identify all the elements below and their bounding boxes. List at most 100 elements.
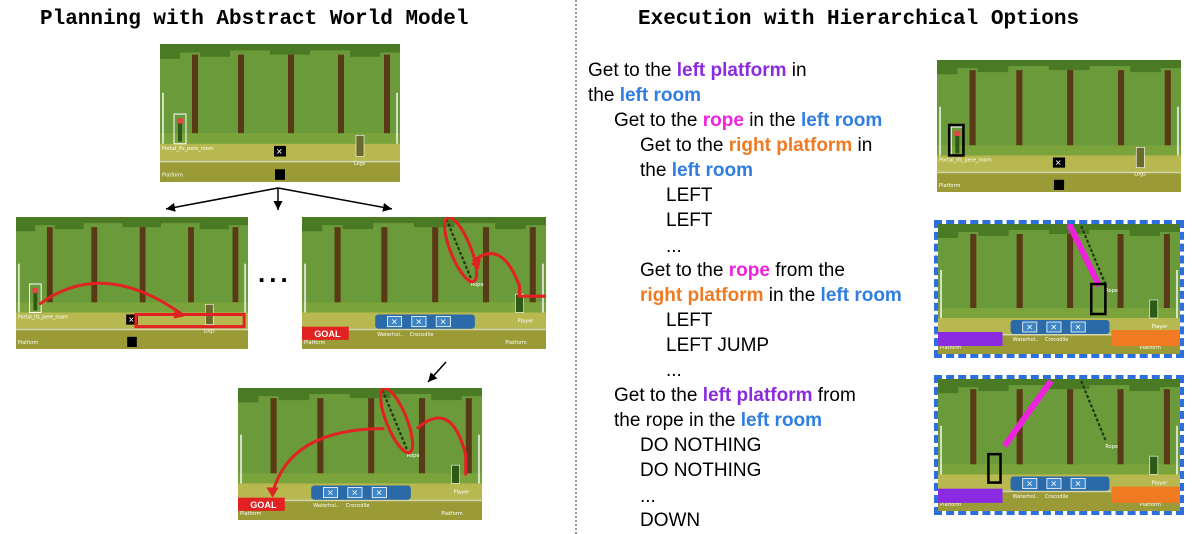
svg-text:Portal_lfs_pere_room: Portal_lfs_pere_room (939, 158, 992, 164)
svg-text:GOAL: GOAL (314, 329, 341, 339)
svg-text:Platform: Platform (18, 340, 38, 346)
svg-text:✕: ✕ (327, 489, 334, 498)
svg-text:✕: ✕ (415, 318, 422, 327)
svg-text:Platform: Platform (1140, 345, 1161, 351)
step-text: DO NOTHING (640, 460, 762, 481)
svg-text:Crocodile: Crocodile (1045, 494, 1068, 500)
plan-step: right platform in the left room (640, 283, 902, 308)
svg-text:GOAL: GOAL (250, 500, 277, 510)
plan-step: ... (666, 358, 682, 383)
plan-step: the left room (640, 158, 753, 183)
step-text: in the (743, 110, 801, 131)
step-text: in (786, 60, 807, 81)
svg-text:Waterhol..: Waterhol.. (377, 332, 403, 338)
svg-text:Rope: Rope (471, 282, 484, 288)
step-text: Get to the (640, 135, 729, 156)
plan-step: the rope in the left room (614, 408, 822, 433)
step-text: LEFT JUMP (666, 335, 770, 356)
svg-text:✕: ✕ (376, 489, 383, 498)
arrow-to-plan-b (277, 187, 393, 212)
plan-step: LEFT JUMP (666, 333, 769, 358)
plan-step: LEFT (666, 208, 712, 233)
svg-text:Platform: Platform (240, 511, 261, 517)
plan-step: Get to the rope from the (640, 258, 845, 283)
highlight-magenta: rope (702, 110, 744, 131)
plan-step: ... (666, 234, 682, 259)
svg-text:Player: Player (1152, 481, 1169, 487)
step-text: DOWN (640, 510, 701, 531)
highlight-blue: left room (820, 285, 902, 306)
step-text: Get to the (614, 110, 703, 131)
svg-text:✕: ✕ (351, 489, 358, 498)
svg-text:Platform: Platform (940, 345, 961, 351)
step-text: LEFT (666, 310, 713, 331)
svg-text:Platform: Platform (939, 183, 960, 189)
plan-step: DOWN (640, 508, 700, 533)
left-heading: Planning with Abstract World Model (40, 8, 469, 31)
svg-text:Rope: Rope (1105, 288, 1118, 294)
plan-step: Get to the left platform from (614, 383, 856, 408)
arrow-to-result (427, 361, 447, 383)
svg-text:✕: ✕ (391, 318, 398, 327)
step-text: LEFT (666, 210, 713, 231)
svg-text:✕: ✕ (1075, 323, 1082, 332)
step-text: from (812, 385, 856, 406)
step-text: from the (769, 260, 845, 281)
svg-text:Waterhol..: Waterhol.. (1013, 337, 1039, 343)
svg-text:✕: ✕ (440, 318, 447, 327)
plan-step: Get to the left platform in (588, 58, 807, 83)
svg-text:✕: ✕ (1050, 480, 1057, 489)
plan-step: DO NOTHING (640, 433, 761, 458)
svg-text:✕: ✕ (128, 315, 134, 324)
step-text: ... (666, 236, 682, 257)
svg-text:Portal_lfs_pere_room: Portal_lfs_pere_room (162, 146, 214, 152)
plan-step: LEFT (666, 308, 712, 333)
step-text: LEFT (666, 185, 713, 206)
step-text: ... (640, 486, 656, 507)
svg-text:Player: Player (518, 319, 535, 325)
plan-step: Get to the right platform in (640, 133, 872, 158)
step-text: Get to the (588, 60, 677, 81)
svg-text:Portal_lfs_pere_room: Portal_lfs_pere_room (18, 314, 68, 320)
step-text: the (640, 160, 672, 181)
highlight-orange: right platform (640, 285, 764, 306)
svg-text:Rope: Rope (1105, 444, 1118, 450)
ellipsis: ... (258, 258, 292, 288)
highlight-magenta: rope (728, 260, 770, 281)
arrow-to-plan-a (165, 187, 279, 212)
plan-step: ... (640, 484, 656, 509)
plan-step: Get to the rope in the left room (614, 108, 882, 133)
highlight-blue: left room (800, 110, 883, 131)
svg-text:Crocodile: Crocodile (1045, 337, 1069, 343)
svg-text:Crocodile: Crocodile (346, 503, 370, 509)
svg-text:Platform: Platform (441, 511, 462, 517)
section-divider (575, 0, 577, 534)
highlight-blue: left room (740, 410, 823, 431)
svg-text:Logs: Logs (1134, 172, 1146, 178)
svg-text:Logs: Logs (354, 161, 366, 167)
right-heading: Execution with Hierarchical Options (638, 8, 1080, 31)
svg-text:Waterhol..: Waterhol.. (313, 503, 339, 509)
svg-text:Platform: Platform (162, 173, 183, 179)
svg-text:Platform: Platform (940, 502, 961, 508)
step-text: the rope in the (614, 410, 741, 431)
step-text: the (588, 85, 620, 106)
plan-step: the left room (588, 83, 701, 108)
step-text: DO NOTHING (640, 435, 762, 456)
plan-step: LEFT (666, 183, 712, 208)
highlight-purple: left platform (702, 385, 813, 406)
step-text: in (852, 135, 873, 156)
svg-text:✕: ✕ (1075, 480, 1082, 489)
svg-text:✕: ✕ (1055, 159, 1062, 168)
svg-text:Player: Player (454, 490, 471, 496)
svg-text:✕: ✕ (1026, 323, 1033, 332)
step-text: Get to the (614, 385, 703, 406)
highlight-orange: right platform (728, 135, 853, 156)
